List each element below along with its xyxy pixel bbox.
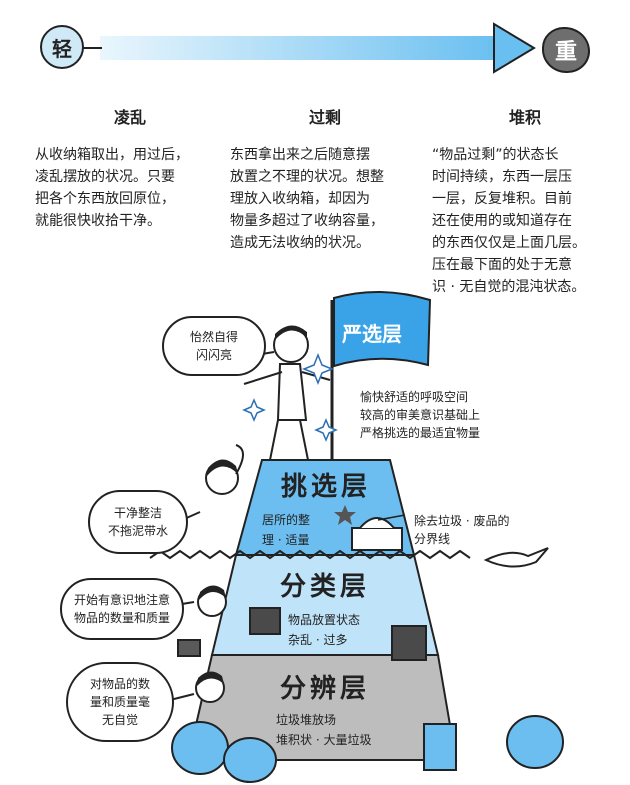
speech-bubble-pick: 干净整洁 不拖泥带水 [88,490,188,554]
column-pileup: 堆积 “物品过剩”的状态长 时间持续，东西一层压 一层，反复堆积。目前 还在使用… [432,104,618,298]
tier-sub-line: 物品放置状态 [288,613,361,627]
column-title: 过剩 [308,108,341,127]
column-line: 就能很快收拾干净。 [35,213,161,229]
heavy-rock: 重 [542,27,590,73]
storage-box [391,625,427,661]
garbage-bag [223,737,277,783]
held-box [177,639,201,657]
column-excess: 过剩 东西拿出来之后随意摆 放置之不理的状况。想整 理放入收纳箱，却因为 物量多… [230,104,420,254]
speech-bubble-distinguish: 对物品的数 量和质量毫 无自觉 [66,662,174,742]
speech-line: 量和质量毫 [89,695,150,709]
storage-box [249,607,281,635]
tier-distinguish-title: 分辨层 [279,674,370,704]
tier-distinguish-sub: 垃圾堆放场 堆积状 · 大量垃圾 [276,710,371,750]
column-body: “物品过剩”的状态长 时间持续，东西一层压 一层，反复堆积。目前 还在使用的或知… [432,144,618,298]
light-label: 轻 [52,36,72,61]
speech-line: 开始有意识地注意 [73,593,170,607]
column-title: 凌乱 [113,108,146,127]
column-body: 东西拿出来之后随意摆 放置之不理的状况。想整 理放入收纳箱，却因为 物量多超过了… [230,144,420,254]
column-line: 一层，反复堆积。目前 [432,191,572,207]
scale-arrow-bar [100,36,500,60]
flag-desc-line: 愉快舒适的呼吸空间 [360,390,469,404]
boundary-note: 除去垃圾 · 废品的 分界线 [414,512,509,548]
flag-shape [333,291,432,368]
garbage-bag [506,715,564,769]
column-line: 把各个东西放回原位， [35,191,175,207]
column-messy: 凌乱 从收纳箱取出，用过后， 凌乱摆放的状况。只要 把各个东西放回原位， 就能很… [35,104,225,232]
flag-label: 严选层 [342,322,402,346]
star-mark [334,505,356,525]
light-bubble: 轻 [40,25,84,69]
boundary-note-line: 除去垃圾 · 废品的 [414,514,510,528]
column-title: 堆积 [508,108,541,127]
speech-bubble-top: 怡然自得 闪闪亮 [162,316,266,376]
scale-arrow-head [493,22,536,74]
tier-sub-line: 居所的整 [262,513,311,527]
tier-pick-sub: 居所的整 理 · 适量 [262,510,310,550]
column-line: 放置之不理的状况。想整 [230,169,384,185]
sparkle [314,418,338,442]
speech-line: 闪闪亮 [195,348,232,362]
flag-description: 愉快舒适的呼吸空间 较高的审美意识基础上 严格挑选的最适宜物量 [360,388,480,442]
boundary-note-line: 分界线 [414,532,451,546]
tier-sub-line: 垃圾堆放场 [276,713,337,727]
column-line: 压在最下面的处于无意 [432,257,572,273]
bird [483,547,549,568]
trash-can [423,723,457,771]
column-line: 凌乱摆放的状况。只要 [35,169,175,185]
garbage-bag [171,721,229,775]
tier-sub-line: 堆积状 · 大量垃圾 [276,733,372,747]
column-line: 从收纳箱取出，用过后， [35,147,189,163]
column-line: 识 · 无自觉的混沌状态。 [432,279,586,295]
person-top-body [276,363,308,421]
column-line: 的东西仅仅是上面几层。 [432,235,586,251]
speech-bubble-sort: 开始有意识地注意 物品的数量和质量 [60,578,184,640]
column-line: 物量多超过了收纳容量， [230,213,384,229]
column-line: 时间持续，东西一层压 [432,169,572,185]
heavy-label: 重 [554,40,577,65]
speech-line: 怡然自得 [189,330,238,344]
sparkle [301,352,335,386]
sparkle [242,398,266,422]
basket [351,527,403,551]
column-line: 造成无法收纳的状况。 [230,235,370,251]
tier-pick-title: 挑选层 [280,472,371,502]
tier-sort-title: 分类层 [279,572,370,602]
tier-sort-sub: 物品放置状态 杂乱 · 过多 [288,610,360,650]
column-line: “物品过剩”的状态长 [432,147,559,163]
column-body: 从收纳箱取出，用过后， 凌乱摆放的状况。只要 把各个东西放回原位， 就能很快收拾… [35,144,225,232]
flag-desc-line: 较高的审美意识基础上 [360,408,481,422]
tier-sub-line: 理 · 适量 [262,533,310,547]
column-line: 还在使用的或知道存在 [432,213,572,229]
column-line: 东西拿出来之后随意摆 [230,147,370,163]
bubble-tail [82,47,102,49]
flag-desc-line: 严格挑选的最适宜物量 [360,426,481,440]
speech-line: 干净整洁 [113,506,162,520]
boundary-zigzag [149,549,471,560]
speech-line: 无自觉 [101,713,138,727]
speech-line: 物品的数量和质量 [73,611,170,625]
column-line: 理放入收纳箱，却因为 [230,191,370,207]
speech-line: 不拖泥带水 [107,524,168,538]
speech-line: 对物品的数 [89,677,150,691]
tier-sub-line: 杂乱 · 过多 [288,633,348,647]
